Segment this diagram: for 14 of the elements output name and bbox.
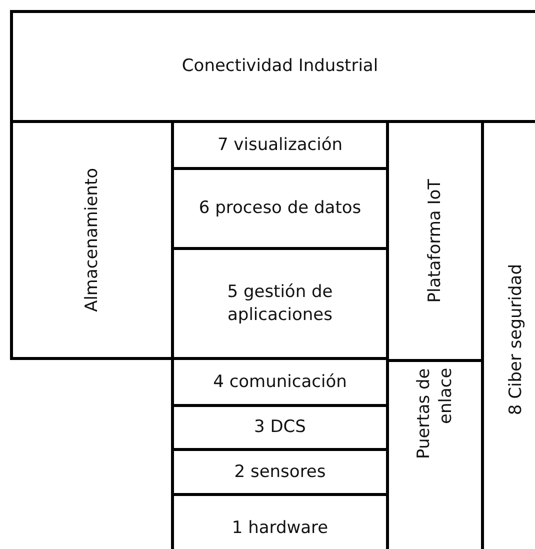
- layer-label: 2 sensores: [234, 460, 326, 484]
- category-box: [10, 120, 174, 360]
- layer-label: 3 DCS: [254, 416, 306, 439]
- layer-label: Plataforma IoT: [424, 179, 446, 303]
- layer-label: 6 proceso de datos: [198, 197, 362, 220]
- layer-label: 1 hardware: [232, 516, 328, 540]
- layer-label: 5 gestión de aplicaciones: [226, 281, 334, 326]
- layer-label: Conectividad Industrial: [182, 55, 378, 78]
- layer-label: 7 visualización: [217, 134, 343, 156]
- layer-label: Almacenamiento: [80, 168, 103, 312]
- layer-label: 4 comunicación: [213, 370, 347, 394]
- title-band: [10, 10, 535, 123]
- layer-label: 8 Ciber seguridad: [504, 264, 527, 416]
- layer-label: Puertas de enlace: [412, 368, 457, 461]
